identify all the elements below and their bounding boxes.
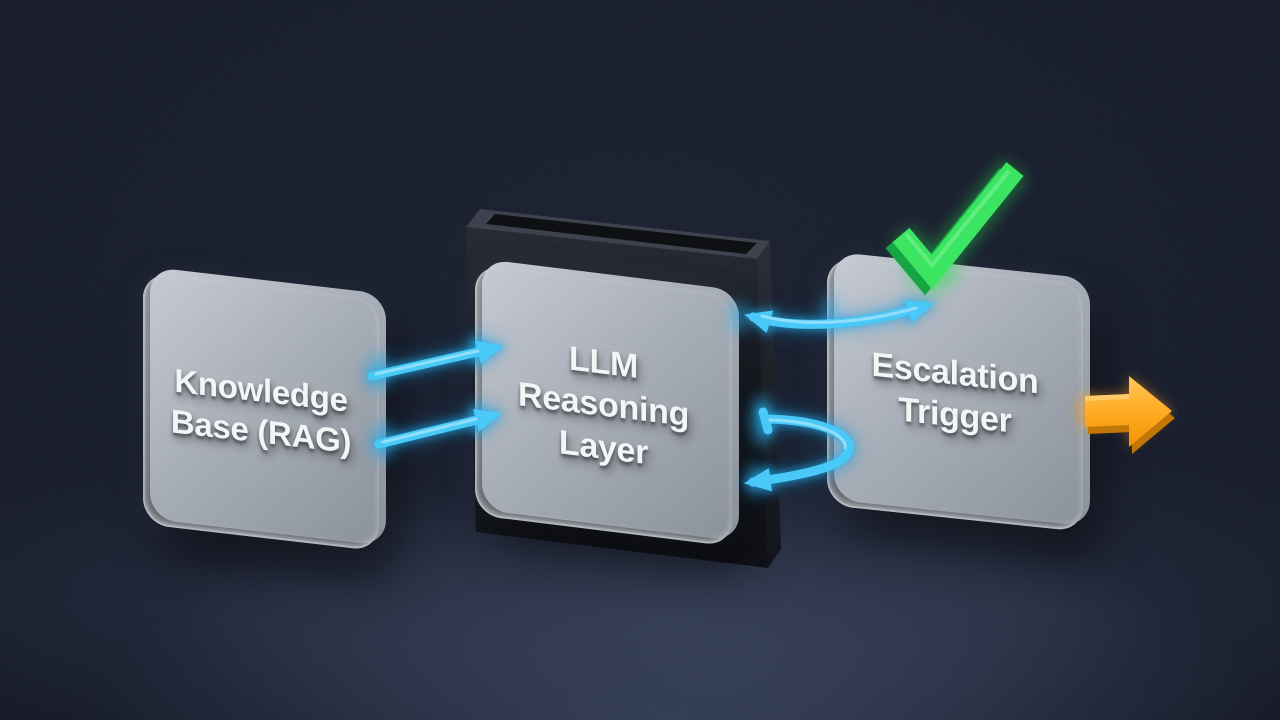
label-line: Base (RAG): [170, 402, 352, 461]
label-line: Knowledge: [174, 361, 348, 419]
node-escalation-trigger-label: Escalation Trigger: [827, 257, 1083, 532]
label-line: Escalation: [871, 345, 1039, 402]
label-line: Trigger: [898, 390, 1012, 441]
label-line: LLM: [569, 339, 638, 387]
node-knowledge-base-label: Knowledge Base (RAG): [143, 272, 379, 551]
node-knowledge-base: Knowledge Base (RAG): [143, 272, 379, 552]
node-llm-reasoning-layer: LLM Reasoning Layer: [475, 264, 732, 547]
node-llm-reasoning-layer-label: LLM Reasoning Layer: [475, 264, 732, 547]
node-escalation-trigger: Escalation Trigger: [827, 257, 1083, 532]
label-line: Reasoning: [517, 375, 690, 435]
label-line: Layer: [558, 422, 649, 472]
